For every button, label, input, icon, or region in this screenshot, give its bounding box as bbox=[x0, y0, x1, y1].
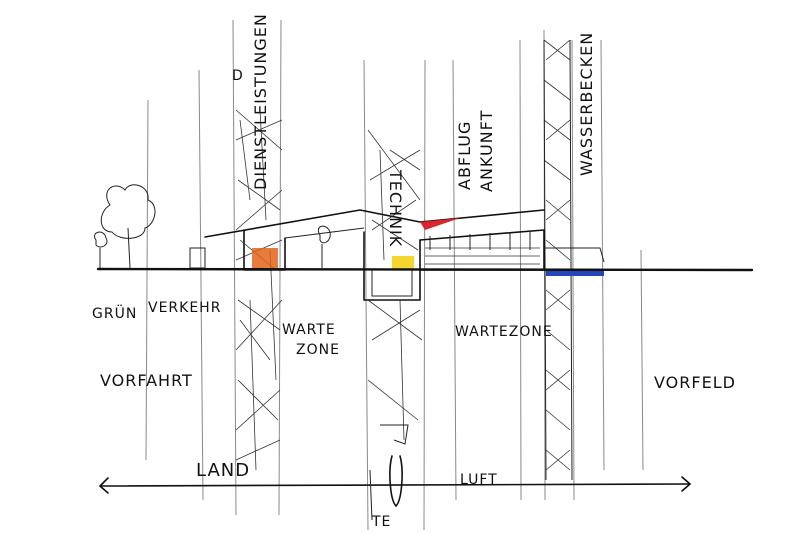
accent-yellow-block bbox=[392, 256, 414, 270]
label-wartezone-left-1: WARTE bbox=[282, 322, 336, 338]
label-land: LAND bbox=[196, 460, 250, 481]
label-d-mark: D bbox=[232, 68, 244, 84]
label-abflug: ABFLUG bbox=[455, 121, 474, 190]
accent-orange-block bbox=[252, 248, 278, 268]
zone-band-wasserbecken bbox=[543, 39, 573, 481]
land-luft-axis bbox=[99, 424, 691, 521]
label-vorfeld: VORFELD bbox=[654, 373, 736, 392]
zone-band-technik bbox=[367, 129, 423, 441]
tree-sketches bbox=[94, 184, 331, 269]
ground-line bbox=[96, 267, 754, 272]
label-gruen: GRÜN bbox=[92, 304, 137, 322]
label-dienstleistungen: DIENSTLEISTUNGEN bbox=[251, 13, 270, 190]
label-wasserbecken: WASSERBECKEN bbox=[577, 32, 596, 176]
label-technik: TECHNIK bbox=[386, 169, 405, 247]
accent-blue-strip bbox=[546, 270, 604, 276]
label-wartezone-left-2: ZONE bbox=[296, 342, 340, 358]
accent-red-wedge bbox=[420, 218, 460, 230]
label-ankunft: ANKUNFT bbox=[477, 110, 496, 192]
label-vorfahrt: VORFAHRT bbox=[100, 371, 193, 390]
label-te-mark: TE bbox=[371, 514, 391, 530]
zone-labels: GRÜN VERKEHR VORFAHRT D DIENSTLEISTUNGEN… bbox=[92, 13, 736, 392]
label-verkehr: VERKEHR bbox=[148, 300, 221, 316]
axis-labels: LAND LUFT TE bbox=[196, 460, 498, 530]
label-wartezone-right: WARTEZONE bbox=[455, 324, 553, 340]
label-luft: LUFT bbox=[460, 472, 498, 488]
